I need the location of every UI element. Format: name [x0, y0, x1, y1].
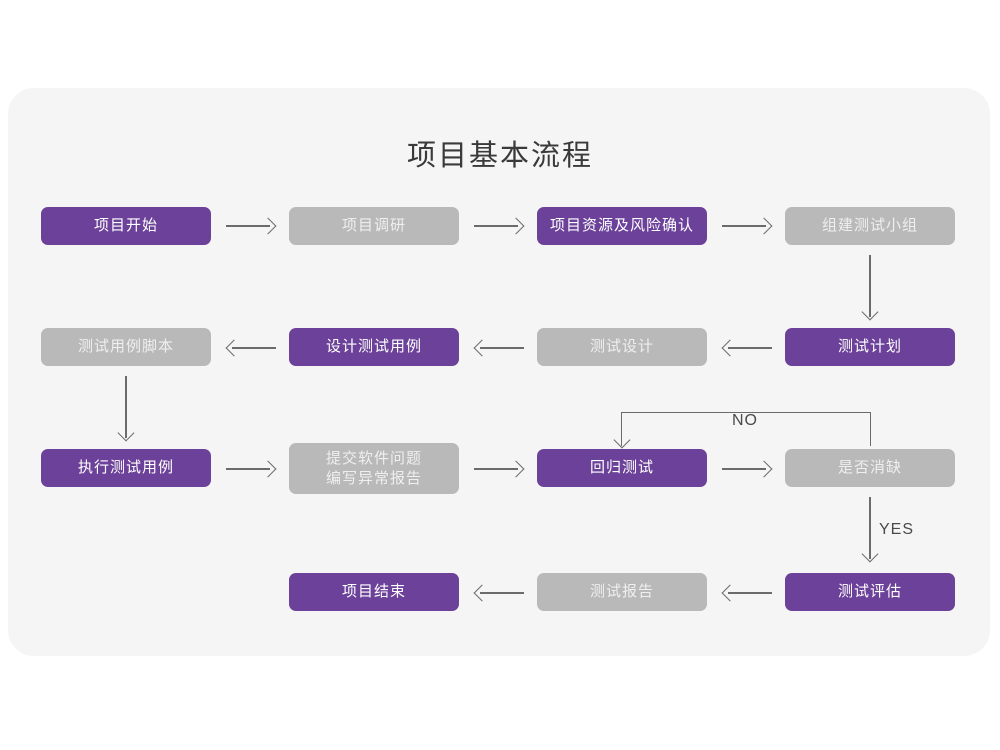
- arrow-line-n3-n4: [722, 225, 766, 227]
- node-test-plan[interactable]: 测试计划: [785, 328, 955, 366]
- arrow-line-n1-n2: [226, 225, 270, 227]
- node-execute-test-cases[interactable]: 执行测试用例: [41, 449, 211, 487]
- edge-label-yes: YES: [879, 521, 915, 538]
- node-test-case-script[interactable]: 测试用例脚本: [41, 328, 211, 366]
- arrow-line-n4-n5: [869, 255, 871, 317]
- node-resource-risk-confirm[interactable]: 项目资源及风险确认: [537, 207, 707, 245]
- node-project-research[interactable]: 项目调研: [289, 207, 459, 245]
- node-test-design[interactable]: 测试设计: [537, 328, 707, 366]
- edge-label-no: NO: [732, 412, 758, 429]
- arrow-line-n9-n10: [226, 468, 270, 470]
- node-project-start[interactable]: 项目开始: [41, 207, 211, 245]
- node-test-evaluation[interactable]: 测试评估: [785, 573, 955, 611]
- node-defect-cleared[interactable]: 是否消缺: [785, 449, 955, 487]
- node-design-test-cases[interactable]: 设计测试用例: [289, 328, 459, 366]
- arrow-line-n2-n3: [474, 225, 518, 227]
- arrow-line-n12-n13: [869, 497, 871, 559]
- page-title: 项目基本流程: [406, 140, 593, 172]
- arrow-line-n10-n11: [474, 468, 518, 470]
- node-regression-test[interactable]: 回归测试: [537, 449, 707, 487]
- flowchart-card: [8, 88, 990, 656]
- arrow-line-n8-n9: [125, 376, 127, 438]
- arrow-line-n5-n6: [728, 347, 772, 349]
- no-loop-path: [621, 412, 871, 446]
- arrow-line-n14-n15: [480, 592, 524, 594]
- node-project-end[interactable]: 项目结束: [289, 573, 459, 611]
- arrow-line-n11-n12: [722, 468, 766, 470]
- arrow-line-n7-n8: [232, 347, 276, 349]
- arrow-line-n6-n7: [480, 347, 524, 349]
- node-build-test-team[interactable]: 组建测试小组: [785, 207, 955, 245]
- arrow-line-n13-n14: [728, 592, 772, 594]
- node-submit-defect-report[interactable]: 提交软件问题 编写异常报告: [289, 443, 459, 494]
- node-test-report[interactable]: 测试报告: [537, 573, 707, 611]
